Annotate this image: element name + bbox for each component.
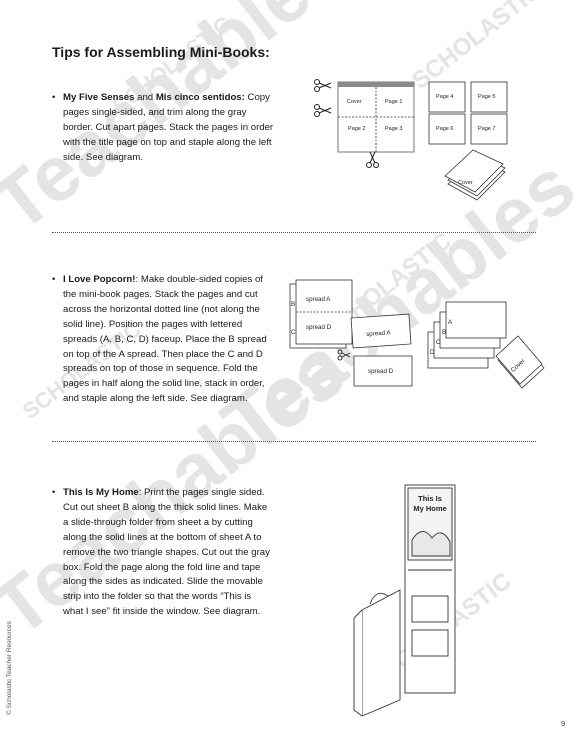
tip-i-love-popcorn: • I Love Popcorn!: Make double-sided cop… xyxy=(52,273,274,407)
bullet: • xyxy=(52,274,56,285)
fold-arrow xyxy=(369,592,389,605)
spread-label: spread A xyxy=(366,329,392,338)
cut-page xyxy=(428,113,466,145)
page-number: 9 xyxy=(561,719,566,728)
booklet-cover xyxy=(495,335,543,385)
stack-letter: B xyxy=(442,329,446,336)
tip-text: This Is My Home: Print the pages single … xyxy=(63,486,274,620)
page-label: Page 6 xyxy=(436,126,453,132)
cut-page xyxy=(470,113,508,145)
cut-spread xyxy=(350,313,412,349)
home-illustration xyxy=(411,531,451,557)
book-title: This Is xyxy=(418,494,442,503)
slide-folder xyxy=(361,589,401,717)
sheet-label: Page 3 xyxy=(385,126,402,132)
diagram-my-home: This Is My Home xyxy=(353,484,456,717)
bullet: • xyxy=(52,487,56,498)
bullet: • xyxy=(52,92,56,103)
spread-label: spread D xyxy=(306,324,332,331)
scissors-icon xyxy=(337,349,351,361)
stack-letter: A xyxy=(448,319,453,326)
stacked-spread xyxy=(445,301,507,339)
tip-body: Copy pages single-sided, and trim along … xyxy=(63,92,274,163)
page-label: Page 4 xyxy=(436,94,453,100)
book-title: My Home xyxy=(413,504,446,513)
tip-lead-title: I Love Popcorn! xyxy=(63,274,136,285)
gray-border xyxy=(338,82,414,87)
sheet-letter: B xyxy=(291,301,295,308)
stack-letter: D xyxy=(430,349,435,356)
sheet-label: Cover xyxy=(347,99,362,105)
page-label: Page 7 xyxy=(478,126,495,132)
page-title: Tips for Assembling Mini-Books: xyxy=(52,44,270,60)
tip-text: My Five Senses and Mis cinco sentidos: C… xyxy=(63,91,274,166)
scissors-icon xyxy=(314,104,332,117)
tip-lead-joiner: and xyxy=(134,92,156,103)
sheet-label: Page 2 xyxy=(348,126,365,132)
cut-page xyxy=(428,81,466,113)
sheet-label: Page 1 xyxy=(385,99,402,105)
booklet-cover xyxy=(444,149,504,193)
copyright-credit: © Scholastic Teacher Resources xyxy=(6,621,13,715)
tip-lead-title: This Is My Home xyxy=(63,487,139,498)
scissors-icon xyxy=(314,79,332,92)
tip-this-is-my-home: • This Is My Home: Print the pages singl… xyxy=(52,486,274,620)
tip-text: I Love Popcorn!: Make double-sided copie… xyxy=(63,273,274,407)
cut-page xyxy=(470,81,508,113)
window xyxy=(411,629,449,657)
folder-fold xyxy=(353,609,363,717)
scissors-icon xyxy=(366,151,379,168)
tip-body: : Print the pages single sided. Cut out … xyxy=(63,487,270,618)
tip-my-five-senses: • My Five Senses and Mis cinco sentidos:… xyxy=(52,91,274,166)
book-label: Cover xyxy=(458,180,473,186)
dotted-divider xyxy=(52,232,536,233)
page-label: Page 5 xyxy=(478,94,495,100)
dotted-divider xyxy=(52,441,536,442)
diagram-popcorn: B C spread A spread D spread A spread D … xyxy=(289,279,545,389)
diagram-five-senses: Cover Page 1 Page 2 Page 3 Page 4 Page 5… xyxy=(314,79,508,201)
stack-letter: C xyxy=(436,339,441,346)
tip-lead-title: My Five Senses xyxy=(63,92,135,103)
sheet-letter: C xyxy=(291,329,296,336)
tip-lead-title-2: Mis cinco sentidos: xyxy=(155,92,245,103)
window xyxy=(411,595,449,623)
tip-body: : Make double-sided copies of the mini-b… xyxy=(63,274,267,405)
spread-label: spread D xyxy=(368,368,394,375)
cut-spread xyxy=(353,355,413,387)
spread-label: spread A xyxy=(306,296,331,303)
